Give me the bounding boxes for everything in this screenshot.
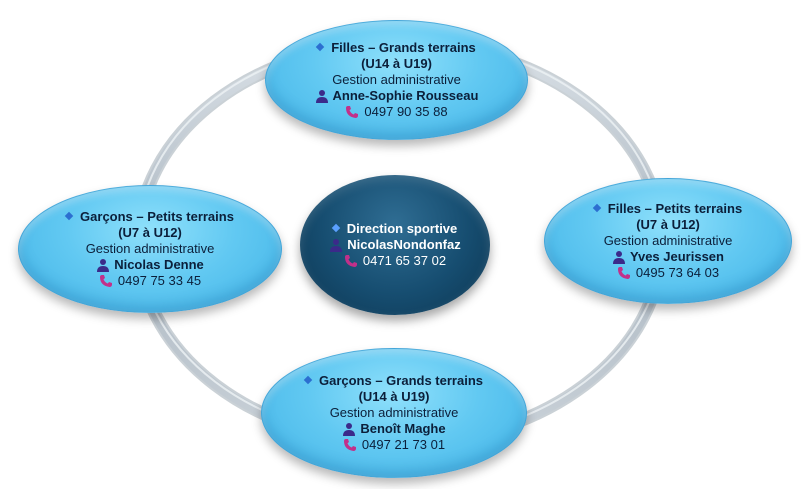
node-left-person: Nicolas Denne [96, 257, 204, 273]
node-top-role: Gestion administrative [332, 72, 461, 87]
bullet-icon [64, 211, 74, 220]
node-left-title: Garçons – Petits terrains [64, 209, 234, 225]
person-icon [97, 259, 110, 272]
node-bottom: Garçons – Grands terrains (U14 à U19) Ge… [261, 348, 527, 478]
phone-icon [346, 106, 359, 118]
phone-icon [99, 275, 112, 287]
phone-icon [344, 255, 357, 267]
node-bottom-role: Gestion administrative [329, 405, 459, 420]
node-top-person: Anne-Sophie Rousseau [315, 88, 478, 104]
node-top-phone: 0497 90 35 88 [345, 104, 448, 120]
bullet-icon [331, 223, 340, 232]
node-center-person: NicolasNondonfaz [329, 237, 461, 253]
node-bottom-subtitle: (U14 à U19) [358, 389, 430, 404]
node-bottom-phone: 0497 21 73 01 [343, 437, 445, 453]
node-right-role: Gestion administrative [603, 233, 733, 248]
bullet-icon [303, 375, 313, 384]
bullet-icon [592, 203, 602, 212]
node-right: Filles – Petits terrains (U7 à U12) Gest… [544, 178, 792, 304]
node-right-phone: 0495 73 64 03 [617, 265, 719, 281]
node-bottom-person: Benoît Maghe [342, 421, 446, 437]
person-icon [613, 251, 626, 264]
node-center: Direction sportive NicolasNondonfaz 0471… [300, 175, 490, 315]
node-bottom-title: Garçons – Grands terrains [303, 373, 483, 389]
person-icon [315, 90, 328, 103]
node-top-title: Filles – Grands terrains [315, 40, 476, 56]
node-right-person: Yves Jeurissen [612, 249, 724, 265]
phone-icon [343, 439, 356, 451]
node-right-subtitle: (U7 à U12) [636, 217, 700, 232]
node-center-phone: 0471 65 37 02 [344, 253, 446, 269]
person-icon [343, 423, 356, 436]
phone-icon [617, 267, 630, 279]
bullet-icon [315, 42, 325, 51]
node-left-phone: 0497 75 33 45 [99, 273, 201, 289]
node-top: Filles – Grands terrains (U14 à U19) Ges… [265, 20, 528, 140]
node-top-subtitle: (U14 à U19) [361, 56, 432, 71]
node-center-title: Direction sportive [331, 221, 457, 237]
node-left: Garçons – Petits terrains (U7 à U12) Ges… [18, 185, 282, 313]
node-right-title: Filles – Petits terrains [592, 201, 742, 217]
person-icon [330, 239, 343, 252]
node-left-role: Gestion administrative [85, 241, 215, 256]
node-left-subtitle: (U7 à U12) [118, 225, 182, 240]
